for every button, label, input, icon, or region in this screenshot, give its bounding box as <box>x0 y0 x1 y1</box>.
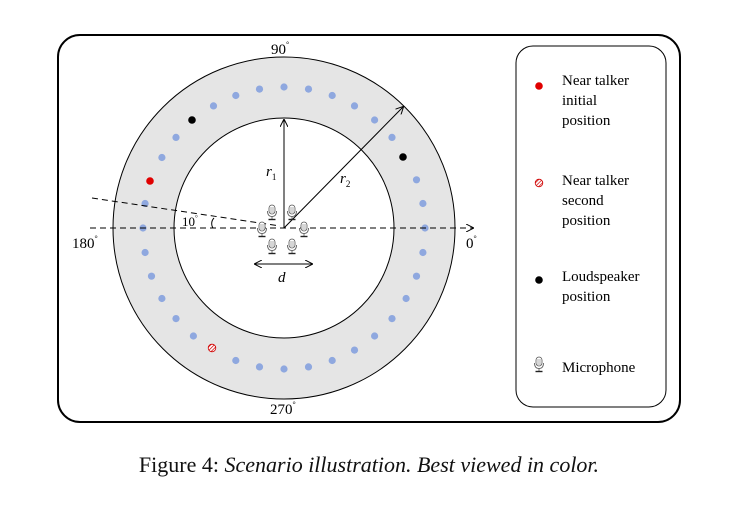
candidate-position-dot <box>280 83 288 91</box>
near-talker-initial-dot <box>146 177 154 185</box>
candidate-position-dot <box>209 102 218 110</box>
r2-arrow <box>283 107 403 229</box>
candidate-position-dot <box>255 363 264 371</box>
r2-label: r2 <box>340 171 350 189</box>
candidate-position-dot <box>280 365 288 373</box>
red-hatched-dot-icon <box>534 178 544 188</box>
candidate-position-dot <box>412 176 421 184</box>
figure-caption: Figure 4: Scenario illustration. Best vi… <box>0 452 738 478</box>
candidate-position-dot <box>419 199 427 208</box>
legend-box <box>515 45 667 408</box>
tilt-angle-label: 10° <box>182 214 198 229</box>
angle-label-right: 0° <box>466 234 477 252</box>
candidate-position-dot <box>350 346 359 354</box>
candidate-position-dot <box>147 272 156 280</box>
candidate-position-dot <box>419 248 427 257</box>
angle-label-left: 180° <box>72 234 98 252</box>
candidate-position-dot <box>402 294 410 303</box>
candidate-position-dot <box>172 133 180 141</box>
loudspeaker-dot <box>399 153 407 161</box>
legend-item-near-talker-second: Near talker second position <box>562 173 633 229</box>
candidate-position-dot <box>371 332 379 340</box>
spacing-label: d <box>278 270 286 286</box>
angle-label-bottom: 270° <box>270 400 296 418</box>
candidate-position-dot <box>172 315 180 323</box>
candidate-position-dot <box>388 133 396 141</box>
near-talker-second-dot <box>207 343 217 353</box>
caption-label: Figure 4: <box>138 452 219 477</box>
candidate-position-dot <box>158 294 166 303</box>
red-dot-icon <box>535 82 543 90</box>
legend-item-microphone: Microphone <box>562 360 636 376</box>
candidate-position-dot <box>255 85 264 93</box>
candidate-position-dot <box>304 85 313 93</box>
tilt-line <box>91 197 281 227</box>
legend: Near talker initial position Near talker… <box>515 45 667 408</box>
candidate-position-dot <box>232 91 240 100</box>
loudspeaker-dot <box>188 116 196 124</box>
legend-item-near-talker-initial: Near talker initial position <box>562 73 633 129</box>
legend-item-loudspeaker: Loudspeaker position <box>562 269 643 305</box>
r1-label: r1 <box>266 164 276 182</box>
candidate-positions <box>139 83 429 373</box>
candidate-position-dot <box>412 272 421 280</box>
scenario-figure: 90° 180° 0° 270° r1 r2 10° d Near talker… <box>57 34 681 423</box>
candidate-position-dot <box>141 248 149 257</box>
candidate-position-dot <box>158 153 166 162</box>
candidate-position-dot <box>328 356 336 365</box>
angle-arc <box>211 217 215 229</box>
candidate-position-dot <box>189 332 197 340</box>
angle-label-top: 90° <box>271 40 289 58</box>
candidate-position-dot <box>232 356 240 365</box>
candidate-position-dot <box>328 91 336 100</box>
caption-text: Scenario illustration. Best viewed in co… <box>224 452 600 477</box>
candidate-position-dot <box>388 315 396 323</box>
black-dot-icon <box>535 276 543 284</box>
candidate-position-dot <box>371 116 379 124</box>
candidate-position-dot <box>304 363 313 371</box>
figure-frame <box>57 34 681 423</box>
candidate-position-dot <box>350 102 359 110</box>
